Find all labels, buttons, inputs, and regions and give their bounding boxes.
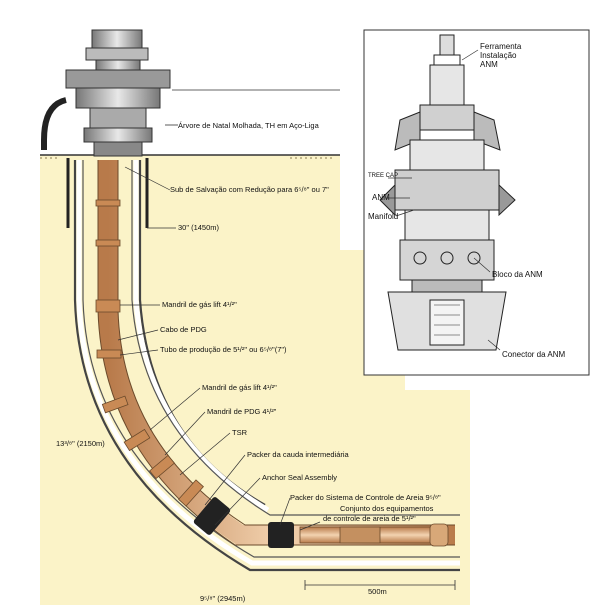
label-casing-9: 9⁵/⁸" (2945m) <box>200 594 246 603</box>
formation-background <box>40 155 470 605</box>
label-cabo-pdg: Cabo de PDG <box>160 325 207 334</box>
inset-label-ferramenta: Ferramenta Instalação ANM <box>480 42 522 70</box>
inset-leaders <box>386 49 501 351</box>
label-packer-areia: Packer do Sistema de Controle de Areia 9… <box>290 493 441 502</box>
inset-label-manifold: Manifold <box>368 212 399 221</box>
label-conductor-30: 30" (1450m) <box>178 223 220 232</box>
label-arvore: Árvore de Natal Molhada, TH em Aço-Liga <box>178 121 319 130</box>
tubing-couplings <box>95 199 204 507</box>
label-sub-salvacao: Sub de Salvação com Redução para 6⁵/⁸" o… <box>170 185 329 194</box>
label-mandril-gas-2: Mandril de gás lift 4¹/²" <box>202 383 277 392</box>
inset-tool-drawing <box>379 34 516 351</box>
inset-label-tree-cap: TREE CAP <box>368 173 399 179</box>
packer-areia <box>268 522 294 548</box>
label-casing-13: 13³/⁸" (2150m) <box>56 439 105 448</box>
label-mandril-gas-1: Mandril de gás lift 4¹/²" <box>162 300 237 309</box>
label-tsr: TSR <box>232 428 247 437</box>
label-conjunto-1: Conjunto dos equipamentos <box>340 504 434 513</box>
inset-label-conector: Conector da ANM <box>502 350 566 359</box>
conductor-30 <box>66 158 149 228</box>
packer-cauda <box>193 497 231 535</box>
dim-500-line <box>304 580 456 590</box>
label-mandril-pdg: Mandril de PDG 4¹/²" <box>207 407 277 416</box>
label-packer-cauda: Packer da cauda intermediária <box>247 450 349 459</box>
label-dim-500: 500m <box>368 587 387 596</box>
inset-label-bloco: Bloco da ANM <box>492 270 543 279</box>
label-conjunto-2: de controle de areia de 5¹/²" <box>323 514 416 523</box>
label-tubo-producao: Tubo de produção de 5¹/²" ou 6⁵/⁸"(7") <box>160 345 287 354</box>
outer-casing <box>73 160 460 572</box>
xmas-tree <box>41 29 171 157</box>
label-anchor: Anchor Seal Assembly <box>262 473 338 482</box>
inset-label-anm: ANM <box>372 193 390 202</box>
main-leaders <box>117 166 321 531</box>
